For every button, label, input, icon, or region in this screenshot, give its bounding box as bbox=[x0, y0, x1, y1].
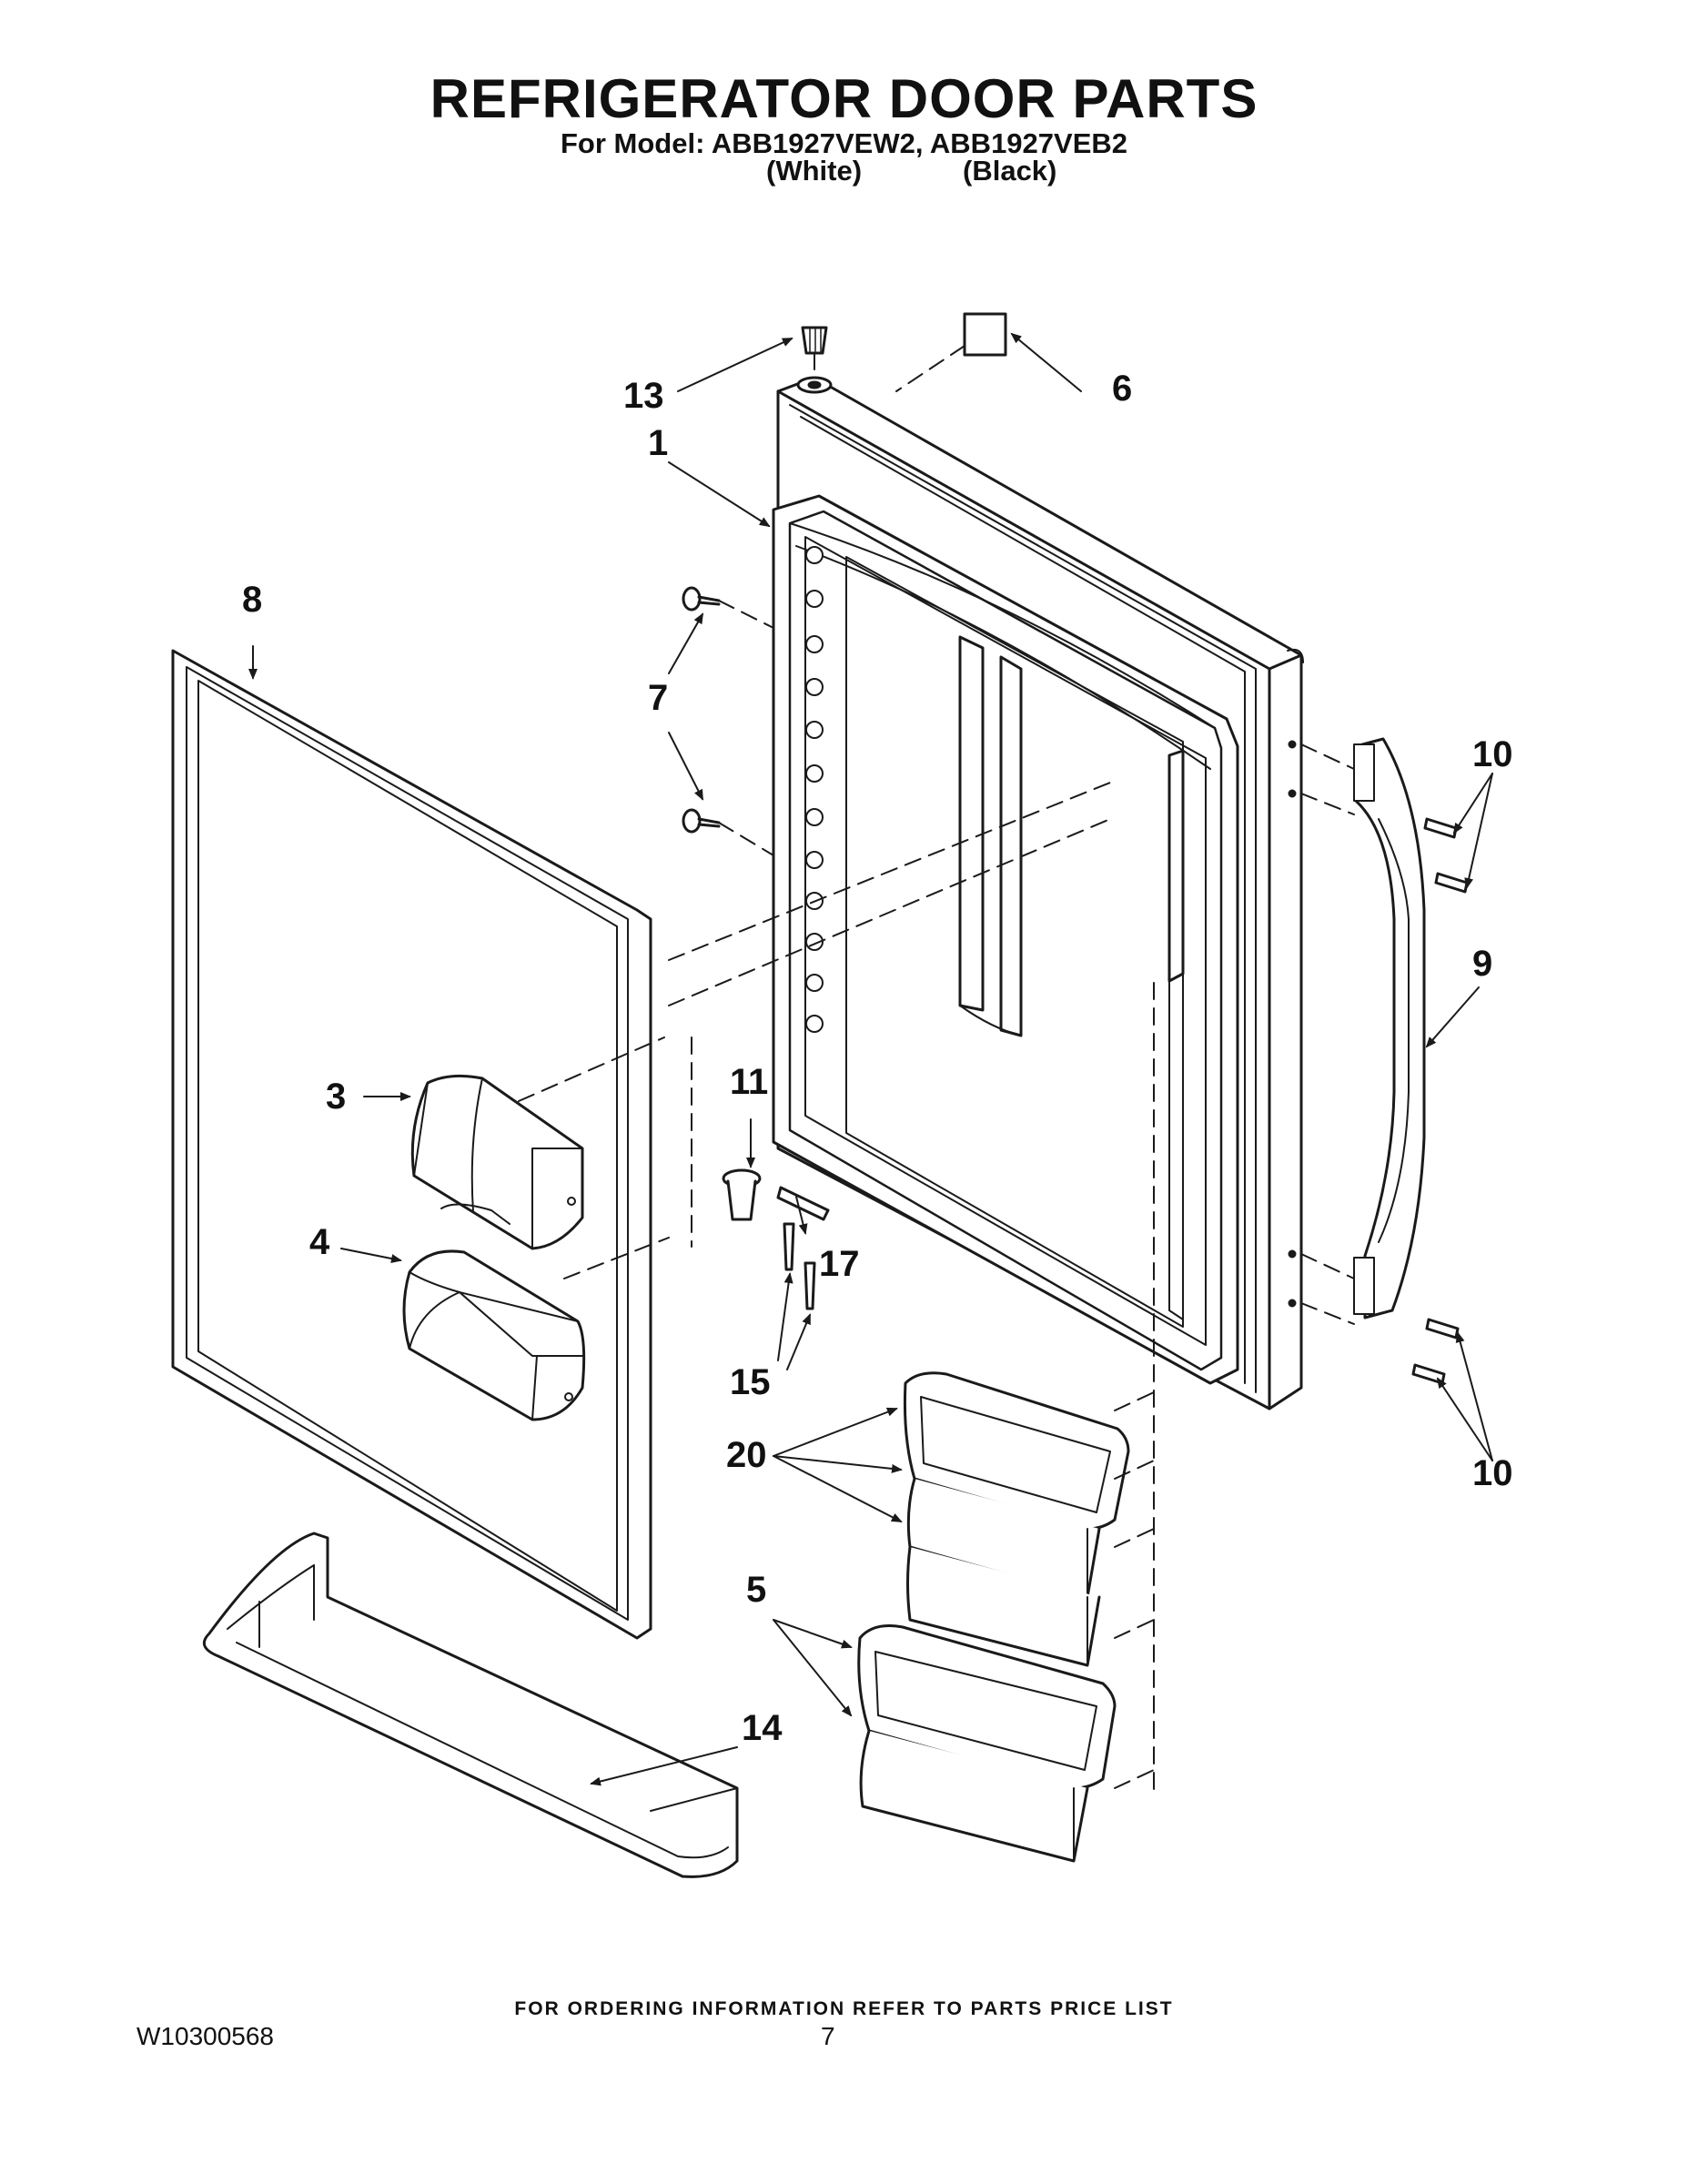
callout-1: 1 bbox=[648, 423, 668, 463]
callout-5: 5 bbox=[746, 1570, 766, 1610]
dairy-bin-part bbox=[402, 1249, 586, 1421]
callout-9: 9 bbox=[1472, 944, 1492, 984]
document-number: W10300568 bbox=[136, 2022, 275, 2050]
screws-7 bbox=[682, 586, 721, 834]
variant-black: (Black) bbox=[963, 155, 1057, 187]
model-line: For Model: ABB1927VEW2, ABB1927VEB2 bbox=[560, 127, 1128, 159]
liner-bin-holes bbox=[805, 546, 824, 1033]
callout-10-bottom: 10 bbox=[1472, 1453, 1513, 1493]
page-title: REFRIGERATOR DOOR PARTS bbox=[430, 68, 1258, 129]
bracket-17 bbox=[776, 1186, 830, 1221]
callout-15: 15 bbox=[730, 1362, 771, 1402]
explode-lines bbox=[518, 345, 1355, 1798]
door-assembly bbox=[772, 376, 1304, 1410]
page-number: 7 bbox=[821, 2022, 835, 2050]
door-bin-20-top bbox=[903, 1371, 1130, 1531]
door-bin-20-low bbox=[906, 1545, 1101, 1667]
callout-4: 4 bbox=[309, 1222, 330, 1262]
callout-7: 7 bbox=[648, 678, 668, 718]
hinge-bushing-11 bbox=[722, 1168, 762, 1221]
callout-13: 13 bbox=[623, 376, 664, 416]
callout-14: 14 bbox=[742, 1708, 783, 1748]
ordering-note: FOR ORDERING INFORMATION REFER TO PARTS … bbox=[514, 1998, 1174, 2019]
door-bin-5-low bbox=[859, 1729, 1089, 1863]
variant-white: (White) bbox=[766, 155, 863, 187]
door-bins bbox=[857, 1371, 1130, 1863]
door-bin-5-top bbox=[857, 1624, 1117, 1790]
leader-arrows bbox=[248, 332, 1493, 1786]
callout-numbers: 13 6 1 8 7 10 9 11 3 4 17 15 20 10 5 14 bbox=[242, 369, 1513, 1748]
label-6 bbox=[963, 312, 1007, 357]
callout-20: 20 bbox=[726, 1435, 767, 1475]
plug-13 bbox=[801, 326, 828, 355]
callout-6: 6 bbox=[1112, 369, 1132, 409]
callout-8: 8 bbox=[242, 580, 262, 620]
dairy-door-part bbox=[410, 1074, 584, 1250]
callout-11: 11 bbox=[730, 1062, 768, 1102]
callout-17: 17 bbox=[819, 1244, 860, 1284]
callout-3: 3 bbox=[326, 1077, 346, 1117]
callout-10-top: 10 bbox=[1472, 734, 1513, 774]
screws-15 bbox=[783, 1222, 816, 1310]
door-handle-part bbox=[1353, 737, 1426, 1320]
bottom-shelf-part bbox=[202, 1532, 739, 1878]
